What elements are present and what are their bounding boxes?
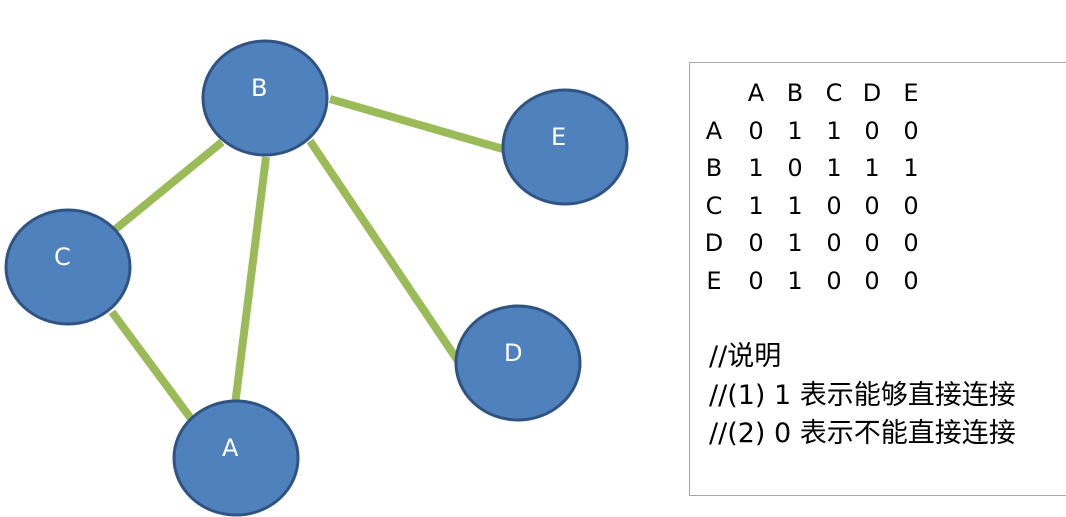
node-label: B [251, 74, 267, 102]
node-label: C [54, 243, 71, 271]
matrix-col-header: A [747, 79, 765, 107]
matrix-cell: 0 [864, 229, 880, 257]
node-c: C [4, 208, 132, 326]
node-circle [201, 39, 329, 157]
edge-b-c [109, 138, 225, 236]
matrix-cell: 1 [826, 154, 842, 182]
matrix-row-label: E [706, 266, 722, 295]
node-circle [172, 399, 300, 517]
matrix-cell: 0 [903, 191, 919, 220]
matrix-cell: 0 [903, 266, 919, 295]
matrix-row-label: A [705, 116, 723, 145]
matrix-cell: 0 [903, 229, 919, 257]
node-circle [4, 208, 132, 326]
node-d: D [454, 304, 582, 422]
graph-edges [108, 95, 505, 423]
matrix-cell: 0 [826, 266, 842, 295]
node-label: A [222, 434, 239, 462]
graph-nodes: B E C D A [4, 39, 629, 517]
edge-c-a [108, 309, 196, 423]
note-line-2: //(2) 0 表示不能直接连接 [709, 418, 1016, 449]
matrix-cell: 1 [787, 229, 803, 257]
matrix-cell: 0 [748, 229, 764, 257]
matrix-cell: 0 [748, 266, 764, 295]
node-circle [501, 88, 629, 206]
edge-b-a [231, 156, 270, 406]
matrix-cell: 0 [826, 229, 842, 257]
matrix-cell: 1 [826, 116, 842, 145]
matrix-cell: 0 [864, 191, 880, 220]
matrix-cell: 0 [864, 116, 880, 145]
graph-diagram: B E C D A [4, 39, 629, 517]
node-b: B [201, 39, 329, 157]
matrix-col-header: D [862, 79, 882, 107]
matrix-col-header: B [786, 79, 804, 107]
matrix-cell: 1 [748, 191, 764, 220]
matrix-cell: 0 [826, 191, 842, 220]
matrix-cell: 0 [864, 266, 880, 295]
matrix-cell: 1 [787, 191, 803, 220]
matrix-row-label: D [704, 229, 724, 257]
matrix-cell: 1 [787, 116, 803, 145]
edge-b-e [328, 95, 505, 153]
matrix-cell: 1 [903, 154, 919, 182]
matrix-cell: 1 [864, 154, 880, 182]
edge-b-d [306, 138, 462, 364]
matrix-row-label: B [705, 154, 723, 182]
matrix-cell: 1 [787, 266, 803, 295]
matrix-col-header: C [825, 79, 843, 107]
node-label: D [504, 339, 522, 367]
node-label: E [551, 123, 566, 151]
note-heading: //说明 [709, 341, 782, 372]
node-circle [454, 304, 582, 422]
matrix-cell: 0 [787, 154, 803, 182]
matrix-cell: 0 [748, 116, 764, 145]
note-line-1: //(1) 1 表示能够直接连接 [709, 380, 1016, 411]
matrix-row-label: C [705, 191, 723, 220]
matrix-cell: 0 [903, 116, 919, 145]
matrix-cell: 1 [748, 154, 764, 182]
node-a: A [172, 399, 300, 517]
node-e: E [501, 88, 629, 206]
matrix-col-header: E [903, 79, 919, 107]
